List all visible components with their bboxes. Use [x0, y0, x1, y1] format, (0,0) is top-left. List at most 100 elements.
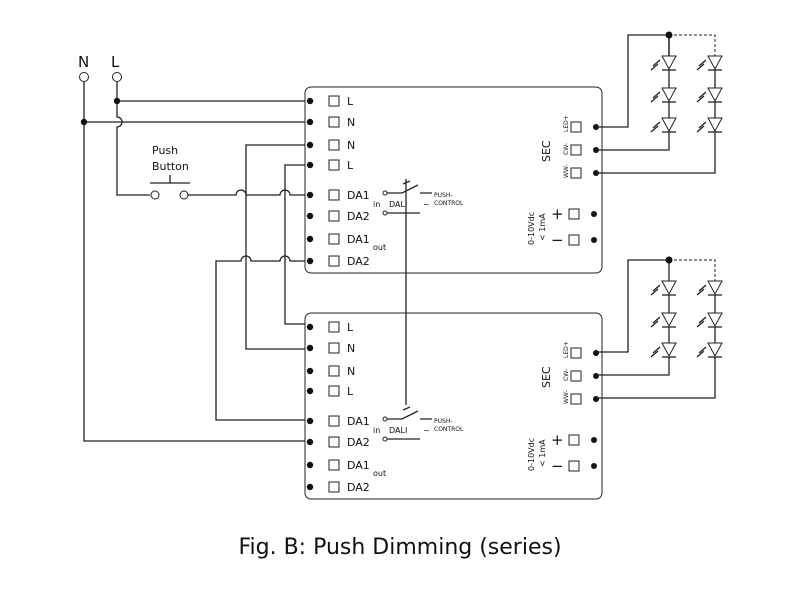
sec-label: SEC — [540, 140, 553, 162]
terminal-dot — [306, 118, 314, 126]
terminal-label: L — [347, 385, 354, 398]
terminal-dot — [306, 191, 314, 199]
dim-current-label: < 1mA — [538, 439, 547, 467]
ww-minus-terminal — [570, 393, 582, 405]
dali-out-label: out — [373, 243, 386, 252]
dim-plus-terminal — [568, 208, 580, 220]
terminal-box — [328, 139, 340, 151]
terminal-dot — [306, 323, 314, 331]
terminal-label: N — [347, 365, 355, 378]
led-icon — [650, 55, 677, 71]
dali-out-label: out — [373, 469, 386, 478]
neutral-label: N — [78, 53, 89, 71]
terminal-box — [328, 385, 340, 397]
dali-label: DALI — [389, 200, 407, 209]
led-plus-label: LED+ — [563, 341, 570, 358]
led-array — [650, 55, 723, 358]
led-icon — [650, 117, 677, 133]
neutral-terminal — [79, 72, 89, 82]
supply-wiring — [80, 82, 310, 442]
push-switch-symbol — [387, 188, 432, 440]
terminal-label: L — [347, 95, 354, 108]
ac-symbol: ~ — [423, 200, 430, 209]
terminal-label: DA1 — [347, 415, 370, 428]
terminal-label: L — [347, 159, 354, 172]
cw-minus-terminal — [570, 144, 582, 156]
ww-minus-label: WW- — [563, 164, 570, 178]
terminal-box — [328, 116, 340, 128]
terminal-box — [328, 95, 340, 107]
push-control-label-2: CONTROL — [434, 200, 464, 207]
terminal-label: DA2 — [347, 255, 370, 268]
terminal-box — [328, 210, 340, 222]
line-label: L — [111, 53, 120, 71]
terminal-box — [328, 159, 340, 171]
led-plus-label: LED+ — [563, 115, 570, 132]
led-icon — [696, 312, 723, 328]
terminal-label: DA1 — [347, 233, 370, 246]
led-icon — [696, 117, 723, 133]
dim-range-label: 0-10Vdc — [527, 438, 536, 471]
terminal-dot — [306, 257, 314, 265]
terminal-label: DA2 — [347, 210, 370, 223]
terminal-label: L — [347, 321, 354, 334]
terminal-dot — [306, 417, 314, 425]
led-plus-terminal — [570, 347, 582, 359]
dim-minus-label: − — [551, 231, 564, 249]
terminal-label: DA2 — [347, 481, 370, 494]
sec-label: SEC — [540, 366, 553, 388]
led-wiring — [596, 31, 716, 399]
terminal-label: DA1 — [347, 459, 370, 472]
terminal-dot — [306, 235, 314, 243]
dali-in-label: in — [373, 200, 380, 209]
led-icon — [650, 342, 677, 358]
push-button-label-2: Button — [152, 160, 189, 173]
terminal-label: N — [347, 342, 355, 355]
dim-plus-terminal — [568, 434, 580, 446]
cw-minus-label: CW- — [563, 369, 570, 381]
led-icon — [650, 87, 677, 103]
terminal-box — [328, 459, 340, 471]
terminal-box — [328, 365, 340, 377]
terminal-box — [328, 436, 340, 448]
terminal-box — [328, 321, 340, 333]
terminal-label: DA1 — [347, 189, 370, 202]
terminal-dot — [306, 367, 314, 375]
push-button-label-1: Push — [152, 144, 178, 157]
push-button: Push Button — [150, 144, 190, 200]
cw-minus-label: CW- — [563, 143, 570, 155]
terminal-box — [328, 415, 340, 427]
dim-range-label: 0-10Vdc — [527, 212, 536, 245]
ww-minus-label: WW- — [563, 390, 570, 404]
terminal-box — [328, 342, 340, 354]
terminal-dot — [306, 212, 314, 220]
terminal-label: DA2 — [347, 436, 370, 449]
terminal-dot — [306, 161, 314, 169]
led-icon — [650, 312, 677, 328]
dim-plus-label: + — [551, 431, 564, 449]
terminal-dot — [306, 483, 314, 491]
terminal-dot — [306, 438, 314, 446]
led-plus-terminal — [570, 121, 582, 133]
ac-symbol: ~ — [423, 426, 430, 435]
led-icon — [650, 280, 677, 296]
figure-caption: Fig. B: Push Dimming (series) — [238, 535, 562, 560]
terminal-dot — [306, 461, 314, 469]
terminal-dot — [306, 97, 314, 105]
cw-minus-terminal — [570, 370, 582, 382]
push-control-label-1: PUSH- — [434, 192, 453, 199]
ww-minus-terminal — [570, 167, 582, 179]
terminal-box — [328, 255, 340, 267]
terminal-box — [328, 481, 340, 493]
dim-plus-label: + — [551, 205, 564, 223]
led-icon — [696, 55, 723, 71]
led-icon — [696, 87, 723, 103]
terminal-label: N — [347, 139, 355, 152]
dim-minus-label: − — [551, 457, 564, 475]
dim-minus-terminal — [568, 234, 580, 246]
terminal-dot — [306, 141, 314, 149]
terminal-dot — [306, 344, 314, 352]
line-terminal — [112, 72, 122, 82]
